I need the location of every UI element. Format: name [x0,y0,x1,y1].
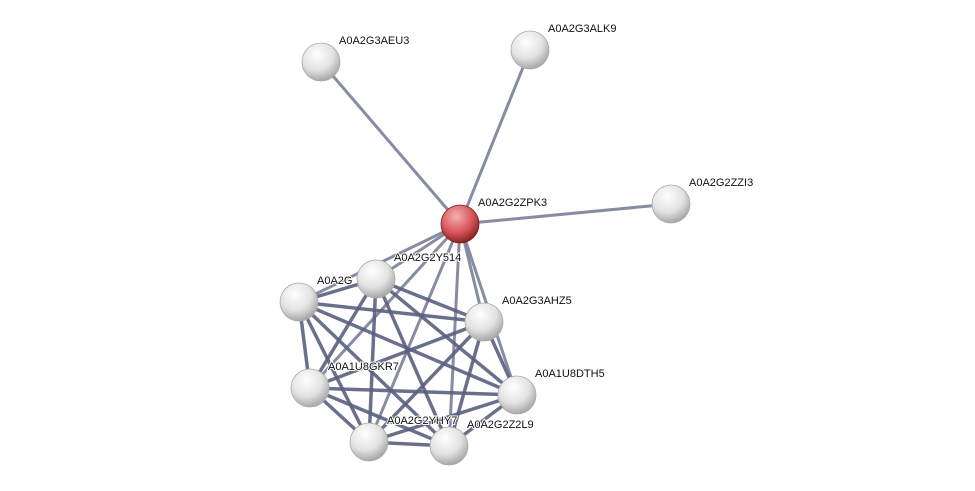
edge-A0A2G2Y514-A0A1U8GKR7 [308,278,378,389]
protein-node[interactable] [464,302,504,342]
protein-node[interactable] [279,282,319,322]
node-label: A0A2G2ZPK3 [478,197,547,209]
edge-A0A1U8GKR7-A0A1U8DTH5 [309,386,518,397]
protein-node[interactable] [349,422,389,462]
protein-node[interactable] [497,375,537,415]
edge-A0A2G3AHZ5-A0A1U8GKR7 [309,320,485,390]
node-label: A0A2G3ALK9 [548,23,617,35]
edge-A0A2G_hidden-A0A2G2YHY7 [297,301,371,443]
node-label: A0A1U8DTH5 [535,368,605,380]
edge-A0A2G_hidden-A0A2G2Z2L9 [297,300,451,448]
protein-node[interactable] [290,368,330,408]
node-label: A0A2G2ZZI3 [689,177,753,189]
protein-node[interactable] [429,426,469,466]
node-label: A0A2G3AEU3 [339,35,409,47]
protein-node[interactable] [301,42,341,82]
node-label: A0A1U8GKR7 [328,361,399,373]
edge-A0A2G2ZPK3-A0A2G2ZZI3 [459,202,672,226]
query-protein-node[interactable] [440,204,480,244]
node-label: A0A2G2Z2L9 [467,419,534,431]
edge-A0A2G2ZPK3-A0A2G3ALK9 [458,49,532,225]
node-label: A0A2G3AHZ5 [502,295,572,307]
node-label: A0A2G2Y514 [394,252,461,264]
node-label: A0A2G [317,275,352,287]
protein-node[interactable] [510,30,550,70]
edge-A0A2G3AHZ5-A0A2G2Z2L9 [447,321,486,447]
edge-A0A2G2ZPK3-A0A1U8GKR7 [308,222,462,390]
edge-A0A1U8GKR7-A0A2G2Z2L9 [309,386,450,448]
protein-node[interactable] [651,184,691,224]
edge-A0A2G2ZPK3-A0A2G3AEU3 [319,61,462,225]
edge-A0A2G2Y514-A0A2G2Z2L9 [374,278,451,447]
edge-A0A2G2ZPK3-A0A2G2YHY7 [367,223,462,443]
protein-node[interactable] [356,259,396,299]
edge-A0A1U8DTH5-A0A2G2YHY7 [368,393,518,444]
node-label: A0A2G2YHY7 [387,415,457,427]
